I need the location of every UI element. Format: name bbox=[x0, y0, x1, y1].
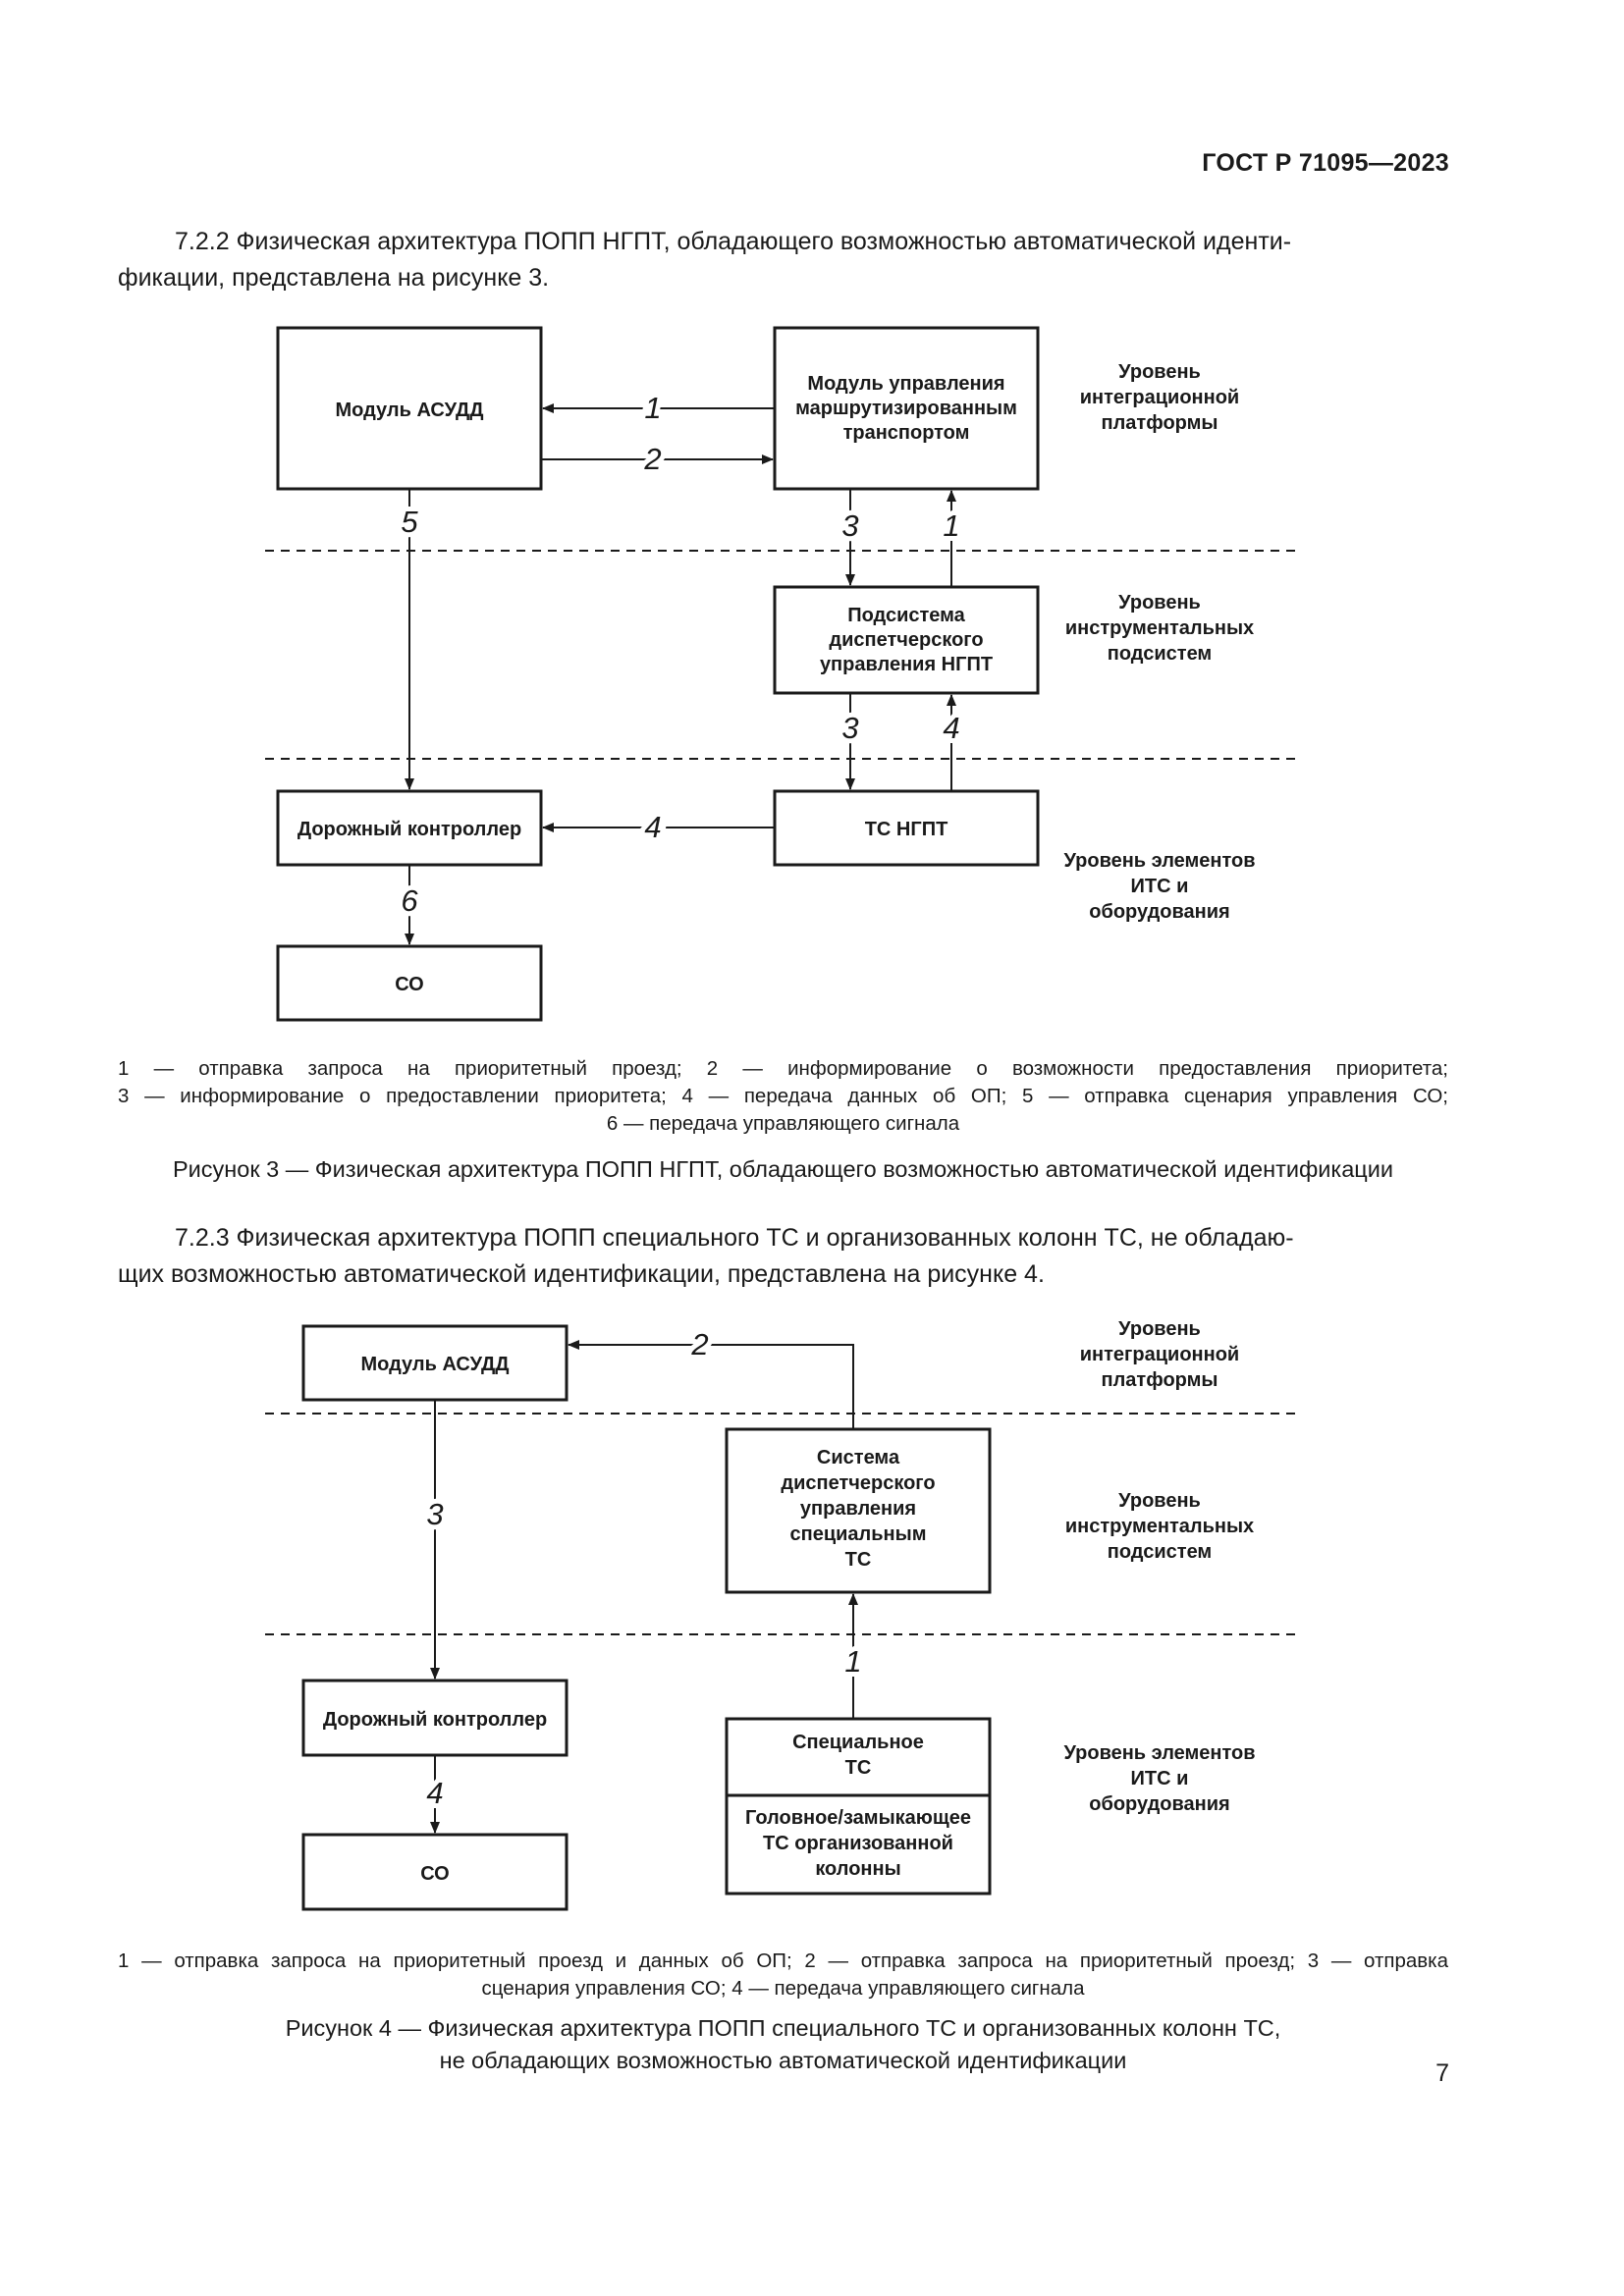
svg-text:3: 3 bbox=[841, 711, 858, 745]
svg-text:Головное/замыкающее: Головное/замыкающее bbox=[745, 1807, 971, 1829]
svg-text:3: 3 bbox=[841, 508, 858, 543]
svg-text:Уровень: Уровень bbox=[1118, 1318, 1201, 1340]
svg-text:подсистем: подсистем bbox=[1108, 643, 1212, 665]
svg-text:1: 1 bbox=[844, 1644, 861, 1679]
svg-text:диспетчерского: диспетчерского bbox=[829, 629, 983, 651]
figure-3-legend: 1 — отправка запроса на приоритетный про… bbox=[118, 1057, 1448, 1135]
svg-text:управления: управления bbox=[800, 1498, 916, 1520]
asudd-module-box bbox=[301, 1324, 568, 1402]
svg-text:колонны: колонны bbox=[815, 1858, 900, 1880]
figure-4-caption: Рисунок 4 — Физическая архитектура ПОПП … bbox=[285, 2015, 1281, 2073]
svg-text:Подсистема: Подсистема bbox=[847, 605, 965, 626]
svg-text:интеграционной: интеграционной bbox=[1080, 387, 1239, 408]
svg-text:Система: Система bbox=[817, 1447, 900, 1468]
svg-text:6: 6 bbox=[401, 883, 418, 918]
svg-text:инструментальных: инструментальных bbox=[1065, 1516, 1254, 1537]
svg-text:оборудования: оборудования bbox=[1089, 1793, 1229, 1815]
svg-text:диспетчерского: диспетчерского bbox=[781, 1472, 935, 1494]
asudd-module-box bbox=[276, 326, 543, 491]
ts-ngpt-box bbox=[773, 789, 1040, 867]
so-box bbox=[276, 944, 543, 1022]
svg-text:платформы: платформы bbox=[1102, 412, 1218, 434]
svg-text:1: 1 bbox=[644, 391, 661, 425]
svg-text:ИТС и: ИТС и bbox=[1131, 876, 1189, 897]
svg-text:Уровень: Уровень bbox=[1118, 1490, 1201, 1512]
svg-text:Уровень элементов: Уровень элементов bbox=[1063, 850, 1255, 872]
document-id: ГОСТ Р 71095—2023 bbox=[1202, 149, 1449, 177]
svg-text:платформы: платформы bbox=[1102, 1369, 1218, 1391]
section-7-2-3-paragraph: 7.2.3 Физическая архитектура ПОПП специа… bbox=[118, 1224, 1294, 1288]
svg-text:Дорожный контроллер: Дорожный контроллер bbox=[298, 819, 521, 840]
svg-text:4: 4 bbox=[426, 1776, 443, 1810]
svg-text:СО: СО bbox=[395, 974, 424, 995]
svg-text:Модуль управления: Модуль управления bbox=[807, 373, 1004, 395]
svg-text:ТС: ТС bbox=[845, 1549, 872, 1571]
svg-text:интеграционной: интеграционной bbox=[1080, 1344, 1239, 1365]
svg-text:подсистем: подсистем bbox=[1108, 1541, 1212, 1563]
svg-text:СО: СО bbox=[420, 1863, 450, 1885]
svg-text:Модуль АСУДД: Модуль АСУДД bbox=[360, 1354, 509, 1375]
svg-text:Дорожный контроллер: Дорожный контроллер bbox=[323, 1709, 547, 1731]
dispatch-system-box bbox=[725, 1427, 992, 1594]
svg-text:1: 1 bbox=[943, 508, 959, 543]
svg-text:Уровень элементов: Уровень элементов bbox=[1063, 1742, 1255, 1764]
svg-text:ИТС и: ИТС и bbox=[1131, 1768, 1189, 1789]
svg-text:Уровень: Уровень bbox=[1118, 361, 1201, 383]
special-ts-box bbox=[725, 1717, 992, 1896]
figure-3-caption: Рисунок 3 — Физическая архитектура ПОПП … bbox=[172, 1156, 1394, 1182]
svg-text:транспортом: транспортом bbox=[843, 422, 970, 444]
svg-text:2: 2 bbox=[643, 442, 661, 476]
svg-text:5: 5 bbox=[401, 505, 418, 539]
figure-3: Модуль АСУДД Модуль управления маршрутиз… bbox=[265, 326, 1296, 1022]
svg-text:Специальное: Специальное bbox=[792, 1732, 924, 1753]
section-7-2-2-paragraph: 7.2.2 Физическая архитектура ПОПП НГПТ, … bbox=[118, 228, 1292, 292]
figure-4: Модуль АСУДД Система диспетчерского упра… bbox=[265, 1318, 1296, 1911]
svg-text:инструментальных: инструментальных bbox=[1065, 617, 1254, 639]
arrow-2-request bbox=[568, 1340, 854, 1429]
svg-text:4: 4 bbox=[943, 711, 959, 745]
svg-text:специальным: специальным bbox=[790, 1523, 927, 1545]
dispatch-subsystem-box bbox=[773, 585, 1040, 695]
svg-text:ТС организованной: ТС организованной bbox=[763, 1833, 953, 1854]
svg-text:4: 4 bbox=[644, 810, 661, 844]
svg-text:управления НГПТ: управления НГПТ bbox=[820, 654, 993, 675]
svg-text:3: 3 bbox=[426, 1497, 443, 1531]
svg-text:оборудования: оборудования bbox=[1089, 901, 1229, 923]
page-number: 7 bbox=[1435, 2059, 1449, 2087]
so-box bbox=[301, 1833, 568, 1911]
figure-4-legend: 1 — отправка запроса на приоритетный про… bbox=[118, 1949, 1448, 2000]
svg-text:Уровень: Уровень bbox=[1118, 592, 1201, 614]
svg-text:2: 2 bbox=[690, 1327, 708, 1362]
svg-text:ТС НГПТ: ТС НГПТ bbox=[865, 819, 948, 840]
svg-text:ТС: ТС bbox=[845, 1757, 872, 1779]
asudd-module-label: Модуль АСУДД bbox=[335, 400, 483, 421]
svg-text:маршрутизированным: маршрутизированным bbox=[795, 398, 1017, 419]
